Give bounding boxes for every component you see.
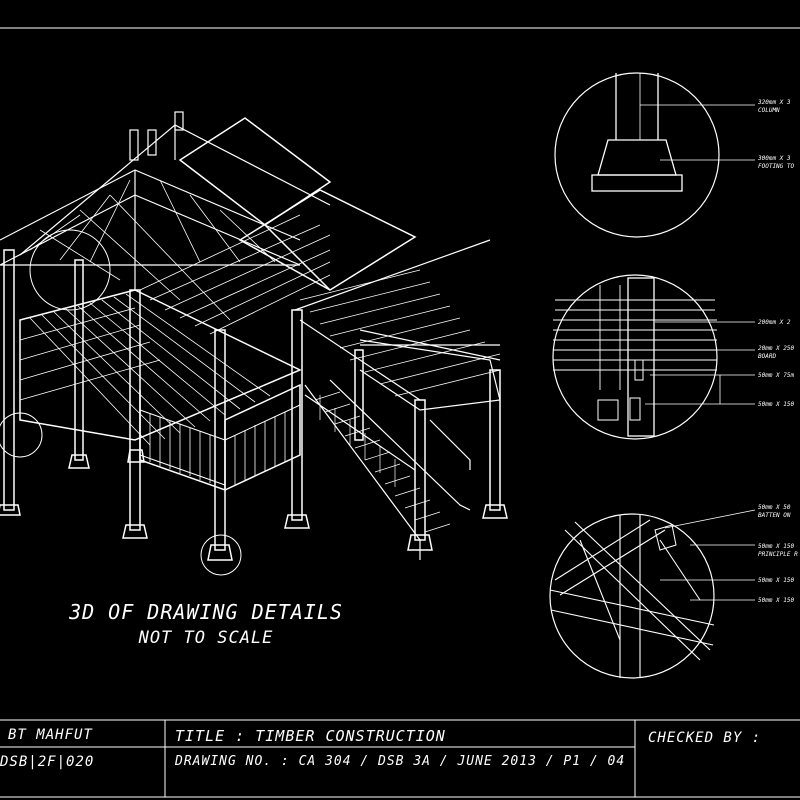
balustrade — [139, 383, 301, 492]
footings — [0, 449, 508, 561]
callout-post-size: 200mm X 2 — [758, 319, 791, 326]
callout-column-label: COLUMN — [758, 107, 780, 114]
callout-rafter-size: 50mm X 150 — [758, 543, 795, 550]
callout-footing-size: 300mm X 3 — [757, 155, 791, 162]
callout-board-label: BOARD — [758, 353, 776, 360]
title-block-checked-by: CHECKED BY : — [648, 730, 762, 746]
deck-detail-marker — [0, 412, 43, 458]
title-block-id: DSB|2F|020 — [0, 754, 95, 770]
pergola — [294, 239, 501, 411]
callout-rafter-label: PRINCIPLE R — [758, 551, 798, 558]
isometric-structure — [0, 111, 508, 576]
drawing-caption-title: 3D OF DRAWING DETAILS — [68, 600, 343, 624]
callout-board-size: 20mm X 250 — [758, 345, 795, 352]
callout-batten-label: BATTEN ON — [758, 512, 791, 519]
roof-sheets — [178, 117, 417, 291]
title-block-drawing-no: DRAWING NO. : CA 304 / DSB 3A / JUNE 201… — [175, 754, 626, 769]
roof-trusses — [0, 111, 331, 335]
title-block — [0, 720, 636, 797]
callout-tie-size: 50mm X 150 — [758, 577, 795, 584]
callout-batten-size: 50mm X 50 — [758, 504, 791, 511]
callout-strut-size: 50mm X 150 — [758, 597, 795, 604]
detail-circle-roof — [549, 509, 756, 679]
drawing-frame — [0, 27, 800, 798]
roof-detail-marker — [29, 229, 111, 311]
floor-deck — [19, 289, 302, 446]
detail-circle-deck — [552, 274, 755, 440]
title-block-name: BT MAHFUT — [8, 727, 93, 743]
callout-joist-size: 50mm X 75m — [758, 372, 795, 379]
title-block-title: TITLE : TIMBER CONSTRUCTION — [175, 727, 446, 745]
footing-detail-marker — [200, 534, 242, 576]
callout-column-size: 320mm X 3 — [757, 99, 791, 106]
staircase — [304, 379, 471, 560]
drawing-caption-scale: NOT TO SCALE — [138, 628, 274, 648]
detail-circle-footing — [554, 72, 755, 238]
callout-beam-size: 50mm X 150 — [758, 401, 795, 408]
callout-footing-label: FOOTING TO — [758, 163, 795, 170]
